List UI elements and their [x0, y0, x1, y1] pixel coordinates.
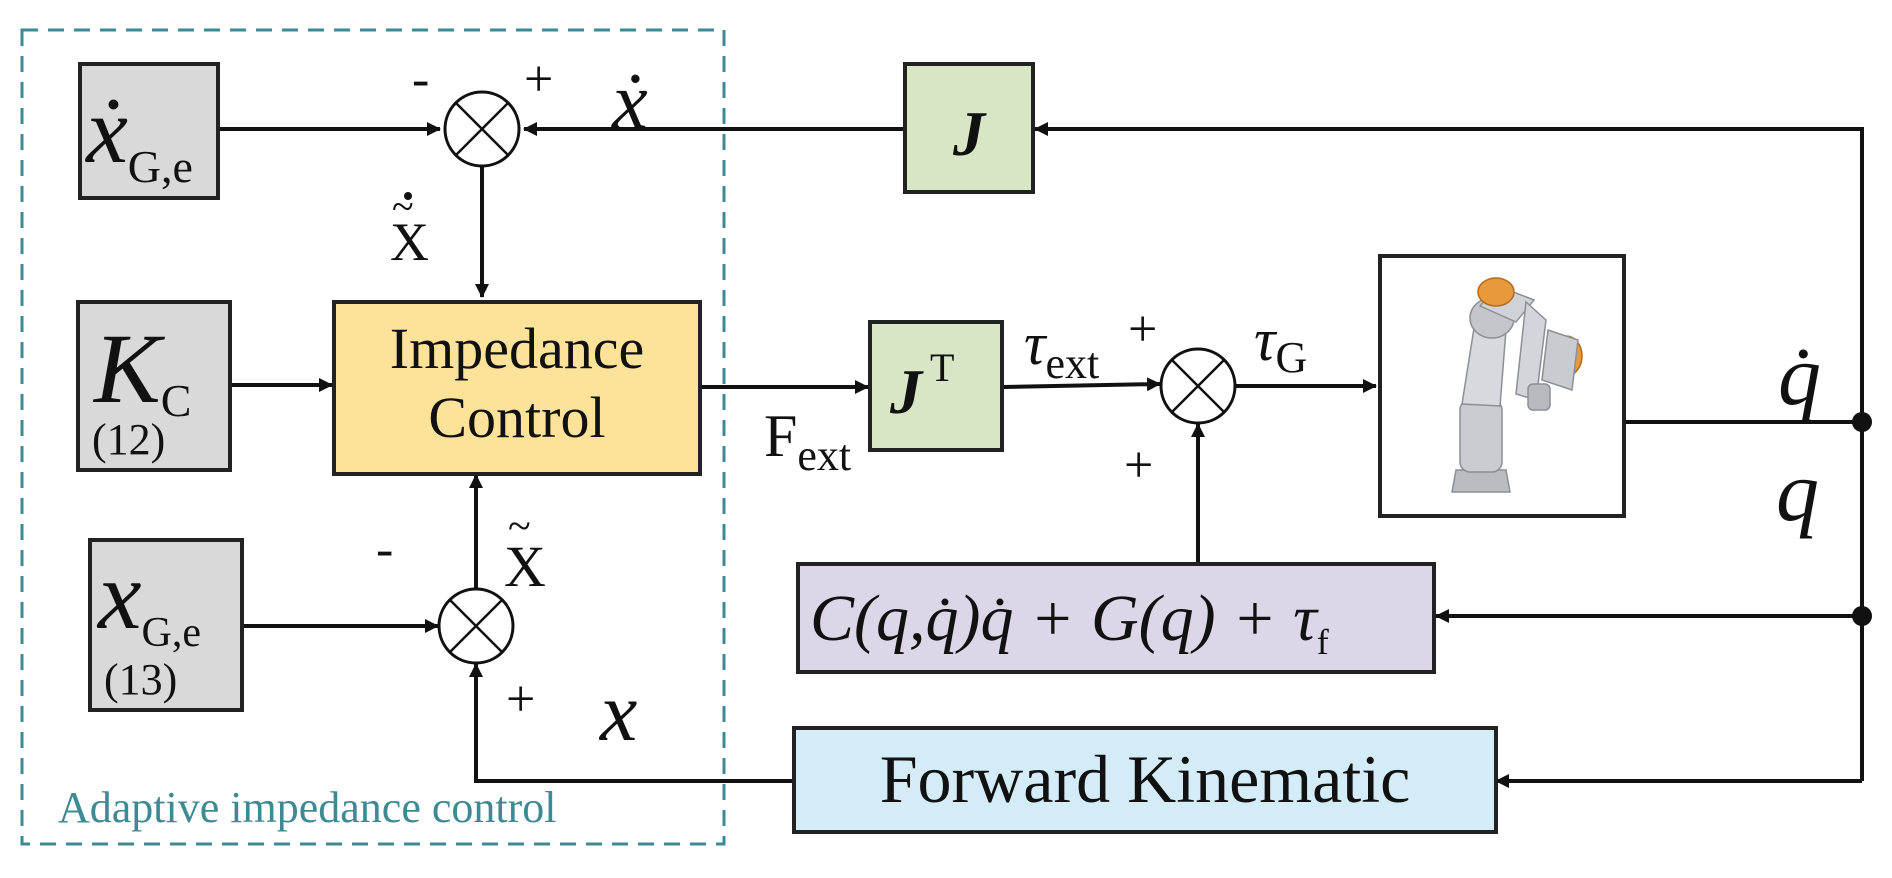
sum-junction-top [443, 90, 521, 168]
x-ge-main: x [96, 542, 142, 650]
dynamics-label: C(q,q̇)q̇ + G(q) + τf [810, 582, 1329, 662]
sign-mid-plus-bottom: + [1124, 437, 1153, 494]
adaptive-region-border [20, 28, 726, 846]
sign-bottom-minus: - [376, 521, 393, 578]
impedance-line1: Impedance [390, 316, 644, 381]
block-jacobian-transpose [868, 320, 1004, 452]
kc-sub: C [161, 375, 192, 426]
impedance-line2: Control [428, 385, 605, 450]
jt-main: J [889, 356, 924, 427]
block-kc-main: KC [92, 313, 191, 426]
wire-jt-to-sum3 [1003, 377, 1161, 392]
tau-g-main: τ [1254, 307, 1278, 373]
sign-top-plus: + [524, 51, 553, 108]
sign-top-minus: - [412, 51, 429, 108]
jt-sup: T [930, 345, 954, 390]
signal-f-ext: Fext [764, 403, 851, 480]
signal-tau-g: τG [1254, 307, 1307, 382]
f-ext-sub: ext [797, 431, 851, 480]
tau-ext-sub: ext [1045, 339, 1099, 388]
forward-kinematic-label: Forward Kinematic [880, 741, 1411, 817]
signal-q: q [1776, 443, 1819, 539]
xdot-tilde-dot [404, 192, 412, 200]
xdot-ge-sub: G,e [128, 141, 193, 192]
block-impedance-control [332, 300, 702, 476]
dynamics-sub: f [1317, 622, 1329, 662]
sum-junction-torque [1159, 347, 1237, 425]
kc-main: K [92, 313, 165, 424]
xdot-tilde-letter: X [390, 212, 429, 272]
signal-x: x [598, 666, 637, 759]
tau-ext-main: τ [1024, 311, 1048, 377]
block-xdot-ge [78, 62, 220, 200]
block-x-ge-eq: (13) [104, 655, 177, 704]
jacobian-label: J [952, 98, 987, 169]
tau-g-sub: G [1275, 333, 1307, 382]
block-x-ge-main: xG,e [96, 542, 201, 656]
junction-dot-robot [1852, 412, 1872, 432]
signal-xdot: ẋ [611, 58, 648, 146]
robot-arm-icon [1451, 277, 1583, 493]
block-kc-eq: (12) [92, 415, 165, 464]
xdot-ge-main: ẋ [85, 79, 128, 183]
block-jacobian [903, 62, 1035, 194]
block-x-ge [88, 538, 244, 712]
block-dynamics [796, 562, 1436, 674]
sign-mid-plus-top: + [1128, 301, 1157, 358]
f-ext-main: F [764, 403, 797, 469]
sign-bottom-plus: + [506, 671, 535, 728]
signal-x-tilde: X ~ [504, 504, 546, 599]
x-ge-sub: G,e [142, 610, 201, 656]
block-xdot-ge-label: ẋG,e [85, 79, 193, 192]
x-tilde-letter: X [504, 534, 546, 599]
xdot-tilde-mark: ~ [392, 184, 414, 229]
signal-tau-ext: τext [1024, 311, 1099, 388]
sum-junction-bottom [437, 587, 515, 665]
block-forward-kinematic [792, 726, 1498, 834]
signal-qdot: q̇ [1778, 327, 1821, 423]
wire-fk-to-sum2 [469, 663, 792, 783]
dynamics-main: C(q,q̇)q̇ + G(q) + τ [810, 582, 1319, 655]
block-kc [76, 300, 232, 472]
signal-xdot-tilde: X ~ [390, 184, 429, 272]
adaptive-region-label: Adaptive impedance control [58, 783, 556, 832]
junction-dot-dynamics [1852, 606, 1872, 626]
x-tilde-mark: ~ [508, 504, 531, 550]
